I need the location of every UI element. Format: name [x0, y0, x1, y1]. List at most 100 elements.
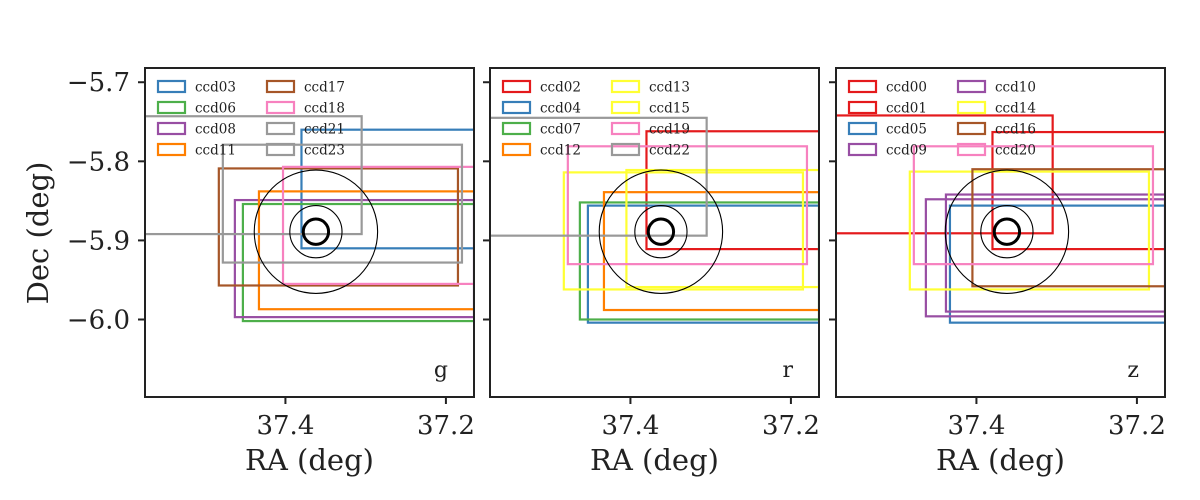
legend-label: ccd06	[195, 101, 236, 117]
x-tick-label: 37.4	[256, 411, 314, 441]
legend-label: ccd16	[995, 122, 1036, 138]
legend-item-ccd06: ccd06	[156, 100, 236, 117]
panel-g: ccd03 ccd06 ccd08 ccd11 ccd17 ccd18 ccd21 ccd23…	[67, 67, 475, 477]
axes-frame	[489, 67, 820, 398]
legend-label: ccd17	[304, 80, 345, 96]
legend-item-ccd20: ccd20	[956, 142, 1036, 159]
legend-swatch	[610, 121, 641, 136]
legend-item-ccd17: ccd17	[265, 79, 345, 96]
x-axis-label: RA (deg)	[245, 443, 374, 477]
legend-label: ccd04	[540, 101, 581, 117]
ccd-footprint-ccd23	[221, 143, 464, 264]
y-axis-label: Dec (deg)	[21, 162, 55, 305]
ccd-footprint-ccd03	[300, 128, 474, 250]
legend-label: ccd19	[649, 122, 690, 138]
legend-item-ccd05: ccd05	[847, 121, 927, 138]
x-tick-label: 37.2	[1108, 411, 1166, 441]
legend-swatch	[265, 121, 296, 136]
ccd-footprint-ccd18	[281, 165, 474, 286]
legend-item-ccd15: ccd15	[610, 100, 690, 117]
legend-label: ccd09	[886, 143, 927, 159]
legend-item-ccd14: ccd14	[956, 100, 1036, 117]
legend-swatch	[265, 79, 296, 94]
legend-swatch	[501, 100, 532, 115]
ccd-footprint-ccd01	[991, 130, 1165, 251]
plot-area-g	[145, 115, 474, 323]
legend-item-ccd00: ccd00	[847, 79, 927, 96]
legend-label: ccd01	[886, 101, 927, 117]
legend-swatch	[501, 142, 532, 157]
ccd-footprint-ccd22	[490, 116, 708, 237]
legend-swatch	[956, 142, 987, 157]
radius-circle-1	[646, 217, 676, 246]
radius-circle-1	[301, 217, 331, 246]
y-tick-label: −5.9	[67, 226, 130, 256]
legend-swatch	[847, 79, 878, 94]
legend-swatch	[610, 100, 641, 115]
panel-r: ccd02 ccd04 ccd07 ccd12 ccd13 ccd15 ccd19 ccd22…	[483, 67, 820, 477]
legend-item-ccd02: ccd02	[501, 79, 581, 96]
legend-swatch	[956, 121, 987, 136]
ccd-footprint-ccd17	[217, 167, 460, 287]
legend-item-ccd07: ccd07	[501, 121, 581, 138]
ccd-footprint-ccd19	[566, 145, 809, 266]
legend-item-ccd03: ccd03	[156, 80, 236, 96]
legend-label: ccd23	[304, 143, 345, 159]
legend-label: ccd02	[540, 80, 581, 96]
legend-swatch	[501, 79, 532, 94]
legend-item-ccd12: ccd12	[501, 142, 581, 159]
legend-label: ccd08	[195, 122, 236, 138]
ccd-footprint-ccd00	[836, 114, 1054, 235]
plot-area-z	[836, 114, 1165, 324]
legend-swatch	[956, 79, 987, 94]
ccd-footprint-ccd07	[578, 201, 819, 321]
radius-circle-3	[253, 169, 379, 294]
radius-circle-3	[944, 169, 1070, 294]
legend-item-ccd22: ccd22	[610, 142, 690, 159]
legend-item-ccd18: ccd18	[265, 101, 345, 117]
legend-label: ccd05	[886, 122, 927, 138]
x-axis-label: RA (deg)	[936, 443, 1065, 477]
legend-swatch	[501, 121, 532, 136]
legend-label: ccd21	[304, 122, 345, 138]
legend-item-ccd10: ccd10	[956, 79, 1036, 96]
ccd-footprint-ccd21	[145, 115, 363, 236]
legend-item-ccd16: ccd16	[956, 121, 1036, 138]
legend-swatch	[610, 142, 641, 157]
legend-label: ccd13	[649, 80, 690, 96]
legend-swatch	[156, 142, 187, 157]
legend-swatch	[847, 121, 878, 136]
legend-label: ccd15	[649, 101, 690, 117]
legend-label: ccd12	[540, 143, 581, 159]
legend-label: ccd20	[995, 143, 1036, 159]
ccd-footprint-ccd09	[924, 198, 1165, 318]
legend-swatch	[847, 100, 878, 115]
legend-label: ccd10	[995, 80, 1036, 96]
legend-label: ccd14	[995, 101, 1036, 117]
legend-item-ccd13: ccd13	[610, 79, 690, 96]
legend-swatch	[156, 100, 187, 115]
x-tick-label: 37.2	[417, 411, 475, 441]
legend-item-ccd19: ccd19	[610, 121, 690, 138]
legend-swatch	[956, 100, 987, 115]
radius-circle-1	[992, 217, 1022, 246]
legend-label: ccd22	[649, 143, 690, 159]
axes-frame	[835, 67, 1166, 398]
legend-swatch	[156, 121, 187, 136]
ccd-footprint-ccd16	[971, 168, 1165, 288]
ccd-footprint-ccd12	[602, 191, 819, 312]
ccd-footprint-ccd20	[912, 145, 1155, 266]
legend-swatch	[847, 142, 878, 157]
ccd-footprint-ccd02	[645, 130, 819, 251]
legend-label: ccd00	[886, 80, 927, 96]
x-tick-label: 37.4	[601, 411, 659, 441]
legend-swatch	[610, 79, 641, 94]
legend-item-ccd11: ccd11	[156, 142, 236, 159]
legend-label: ccd11	[195, 143, 236, 159]
y-tick-label: −6.0	[67, 305, 130, 335]
legend-label: ccd03	[195, 80, 236, 96]
radius-circle-2	[980, 205, 1034, 259]
legend-item-ccd09: ccd09	[847, 142, 927, 159]
legend-item-ccd23: ccd23	[265, 143, 345, 159]
